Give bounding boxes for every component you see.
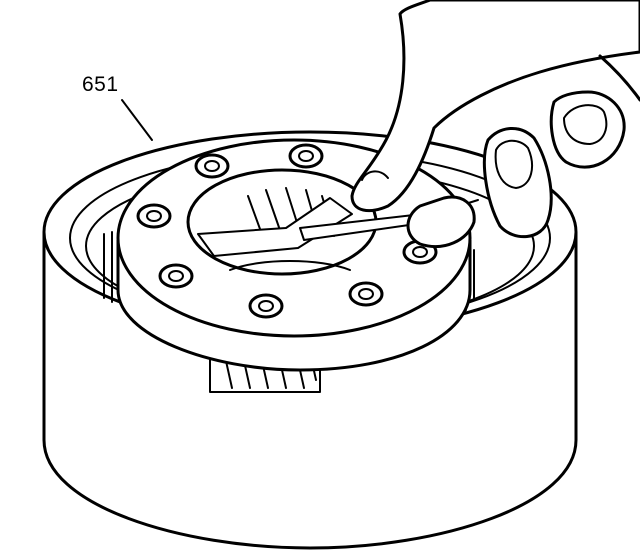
bolt-holes <box>136 143 438 319</box>
carrier-plate <box>116 138 472 372</box>
hand <box>350 0 640 249</box>
callout-leader-line <box>121 99 153 141</box>
callout-label: 651 <box>82 73 119 96</box>
